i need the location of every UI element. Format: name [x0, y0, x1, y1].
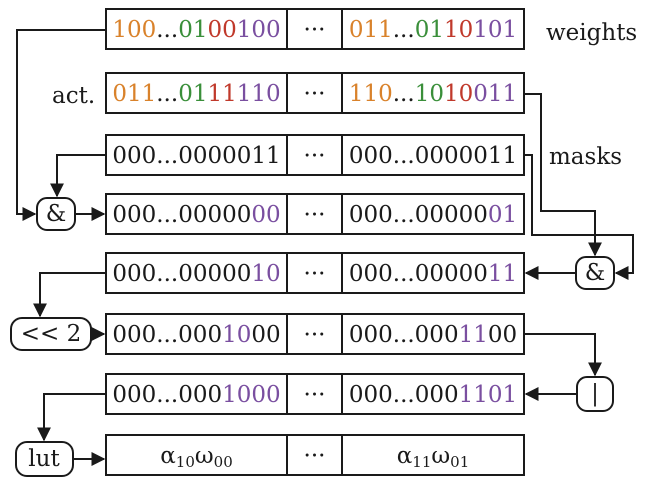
register-row-lut-output: α10ω00 ··· α11ω01	[105, 434, 525, 476]
register-value-right: 011...0110101	[349, 17, 517, 43]
register-value-right: 000...0000011	[349, 261, 517, 287]
and-operator-left-label: &	[46, 201, 66, 227]
register-value-right: 000...0000001	[349, 202, 517, 228]
register-cell-middle	[286, 313, 343, 355]
register-value-left: 000...0001000	[112, 382, 280, 408]
register-cell-left	[105, 373, 288, 415]
register-row-or-result: 000...0001000 ··· 000...0001101	[105, 373, 525, 415]
register-cell-left	[105, 134, 288, 176]
wire-masks-to-and-right	[524, 154, 634, 280]
register-cell-middle	[286, 8, 343, 50]
register-cell-middle	[286, 373, 343, 415]
register-row-masks: 000...0000011 ··· 000...0000011	[105, 134, 525, 176]
register-cell-right	[341, 193, 525, 235]
register-value-right: α11ω01	[397, 443, 470, 471]
register-value-left: 000...0000000	[112, 202, 280, 228]
register-cell-right	[341, 8, 525, 50]
register-cell-middle	[286, 252, 343, 294]
and-operator-right-label: &	[585, 260, 605, 286]
register-row-and-result: 000...0000000 ··· 000...0000001	[105, 193, 525, 235]
register-value-middle: ···	[304, 202, 326, 228]
register-cell-middle	[286, 434, 343, 476]
lut-operator-label: lut	[28, 446, 60, 472]
register-value-right: 000...0000011	[349, 143, 517, 169]
register-value-middle: ···	[304, 261, 326, 287]
register-value-right: 110...1010011	[349, 81, 517, 107]
register-rows: 100...0100100 ··· 011...0110101 011...01111…	[105, 8, 525, 476]
register-value-middle: ···	[304, 81, 326, 107]
register-cell-right	[341, 72, 525, 114]
register-row-weights: 100...0100100 ··· 011...0110101	[105, 8, 525, 50]
register-cell-left	[105, 252, 288, 294]
register-value-middle: ···	[304, 143, 326, 169]
wire-shifted-to-or	[524, 333, 602, 377]
register-cell-left	[105, 313, 288, 355]
wire-row-to-lut	[37, 393, 106, 442]
register-value-left: 100...0100100	[112, 17, 280, 43]
register-cell-left	[105, 193, 288, 235]
register-row-shifted: 000...0001000 ··· 000...0001100	[105, 313, 525, 355]
register-cell-right	[341, 252, 525, 294]
register-row-masked-activations: 000...0000010 ··· 000...0000011	[105, 252, 525, 294]
shift-operator-label: << 2	[21, 321, 82, 347]
register-value-middle: ···	[304, 322, 326, 348]
register-value-left: 000...0000010	[112, 261, 280, 287]
register-value-left: 011...0111110	[112, 81, 280, 107]
wire-row-to-shift	[33, 272, 106, 318]
register-value-middle: ···	[304, 443, 326, 469]
masks-label: masks	[549, 144, 622, 170]
activations-label: act.	[52, 83, 95, 109]
register-cell-right	[341, 134, 525, 176]
register-cell-left	[105, 434, 288, 476]
register-value-right: 000...0001101	[349, 382, 517, 408]
weights-label: weights	[546, 20, 637, 46]
register-value-left: 000...0000011	[112, 143, 280, 169]
register-cell-right	[341, 373, 525, 415]
register-value-left: α10ω00	[160, 443, 233, 471]
wire-masks-to-and	[50, 154, 106, 198]
register-value-right: 000...0001100	[349, 322, 517, 348]
register-row-activations: 011...0111110 ··· 110...1010011	[105, 72, 525, 114]
register-value-middle: ···	[304, 382, 326, 408]
or-operator-label: |	[591, 381, 599, 407]
register-value-left: 000...0001000	[112, 322, 280, 348]
wire-activations-to-and	[524, 93, 602, 257]
register-cell-right	[341, 434, 525, 476]
register-cell-middle	[286, 72, 343, 114]
register-value-middle: ···	[304, 17, 326, 43]
register-cell-middle	[286, 134, 343, 176]
wire-weights-to-and	[16, 29, 106, 221]
